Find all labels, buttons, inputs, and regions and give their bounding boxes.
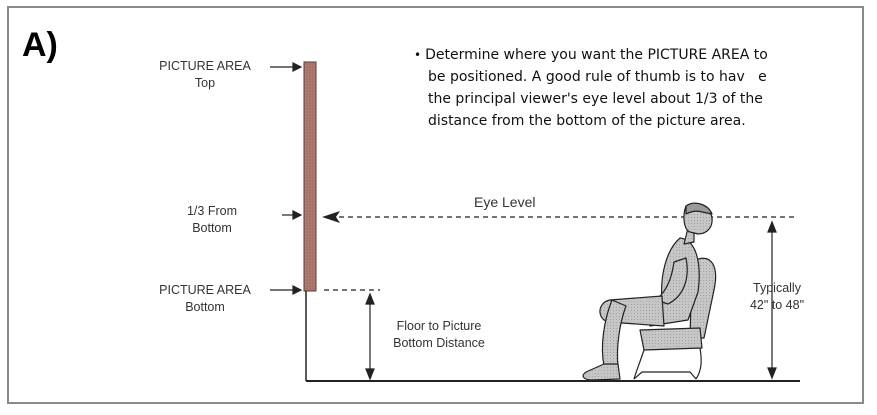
rule-of-thumb-note: •Determine where you want the PICTURE AR… [414, 44, 844, 132]
note-line-3: the principal viewer's eye level about 1… [428, 91, 763, 107]
one-third-label: 1/3 From Bottom [166, 203, 258, 237]
eye-height-dimension-arrow [767, 220, 777, 380]
top-arrow [270, 62, 303, 72]
note-line-1: •Determine where you want the PICTURE AR… [414, 44, 844, 66]
typically-line1: Typically [753, 281, 801, 295]
note-line-4: distance from the bottom of the picture … [428, 113, 746, 129]
picture-top-label: PICTURE AREA Top [143, 58, 267, 92]
picture-top-label-line1: PICTURE AREA [159, 59, 251, 73]
one-third-label-line2: Bottom [192, 221, 232, 235]
eye-level-arrowhead [322, 211, 340, 223]
picture-bottom-label-line2: Bottom [185, 300, 225, 314]
one-third-label-line1: 1/3 From [186, 204, 237, 218]
picture-bottom-label-line1: PICTURE AREA [159, 283, 251, 297]
typically-line2: 42" to 48" [749, 298, 805, 312]
seated-viewer-figure [582, 202, 717, 381]
note-line-2: be positioned. A good rule of thumb is t… [428, 69, 767, 85]
panel-label: A) [22, 26, 58, 64]
picture-area-bar [303, 61, 317, 292]
bullet-dot: • [414, 48, 422, 62]
eye-level-label: Eye Level [474, 194, 536, 210]
picture-bottom-label: PICTURE AREA Bottom [143, 282, 267, 316]
floor-to-picture-label: Floor to Picture Bottom Distance [378, 318, 500, 352]
floor-dimension-arrow [365, 292, 375, 381]
one-third-arrow [282, 210, 303, 220]
floor-to-picture-line2: Bottom Distance [393, 336, 485, 350]
diagram-frame [7, 6, 864, 404]
picture-top-label-line2: Top [194, 76, 216, 90]
bottom-arrow [270, 285, 303, 295]
note-line-1-text: Determine where you want the PICTURE ARE… [425, 47, 768, 63]
typically-label: Typically 42" to 48" [736, 280, 818, 314]
floor-to-picture-line1: Floor to Picture [396, 319, 482, 333]
